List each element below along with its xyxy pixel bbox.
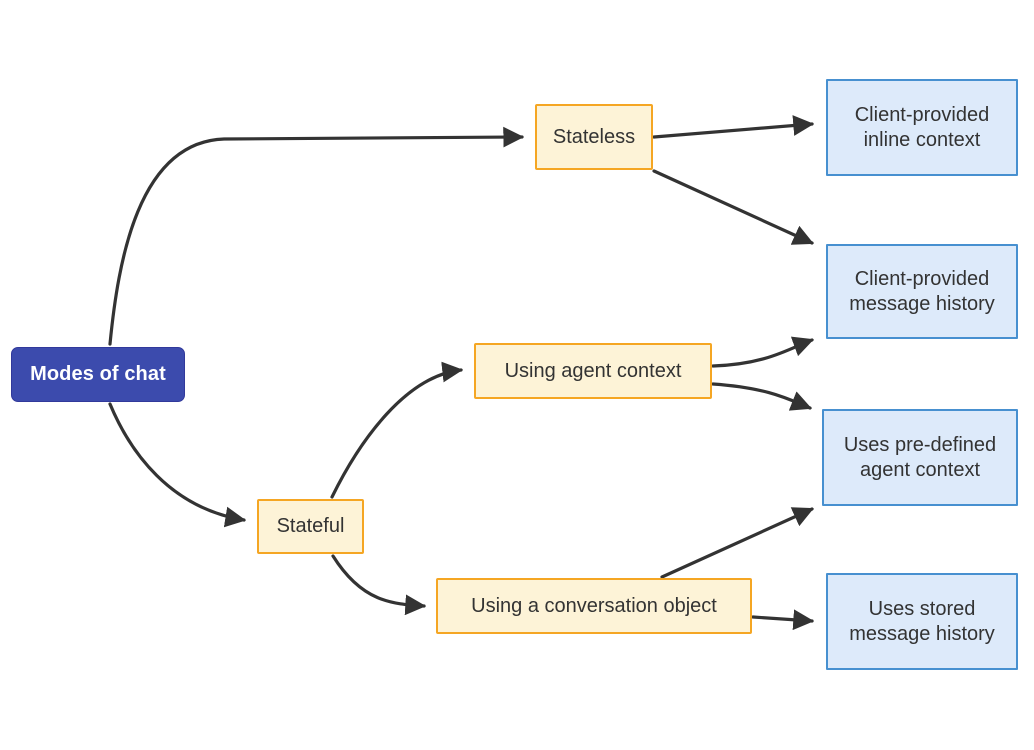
edge-root-to-stateful <box>108 402 247 528</box>
node-uses-pre-defined-agent-context[interactable]: Uses pre-defined agent context <box>822 409 1018 506</box>
edge-conversation-to-predefined <box>660 507 814 579</box>
node-using-agent-context[interactable]: Using agent context <box>474 343 712 399</box>
edge-agentcontext-to-predefined <box>711 382 812 411</box>
edge-conversation-to-stored <box>751 609 815 631</box>
node-client-provided-inline-context[interactable]: Client-provided inline context <box>826 79 1018 176</box>
edge-stateful-to-conversation <box>331 554 427 616</box>
node-uses-stored-message-history[interactable]: Uses stored message history <box>826 573 1018 670</box>
node-stateful[interactable]: Stateful <box>257 499 364 554</box>
node-client-provided-message-history[interactable]: Client-provided message history <box>826 244 1018 339</box>
node-using-a-conversation-object[interactable]: Using a conversation object <box>436 578 752 634</box>
edge-stateful-to-agentcontext <box>330 361 464 499</box>
node-modes-of-chat[interactable]: Modes of chat <box>11 347 185 402</box>
edge-stateless-to-history <box>652 169 814 245</box>
edge-stateless-to-inline <box>652 115 815 139</box>
edge-root-to-stateless <box>108 126 525 346</box>
node-stateless[interactable]: Stateless <box>535 104 653 170</box>
edge-agentcontext-to-history <box>711 336 814 368</box>
